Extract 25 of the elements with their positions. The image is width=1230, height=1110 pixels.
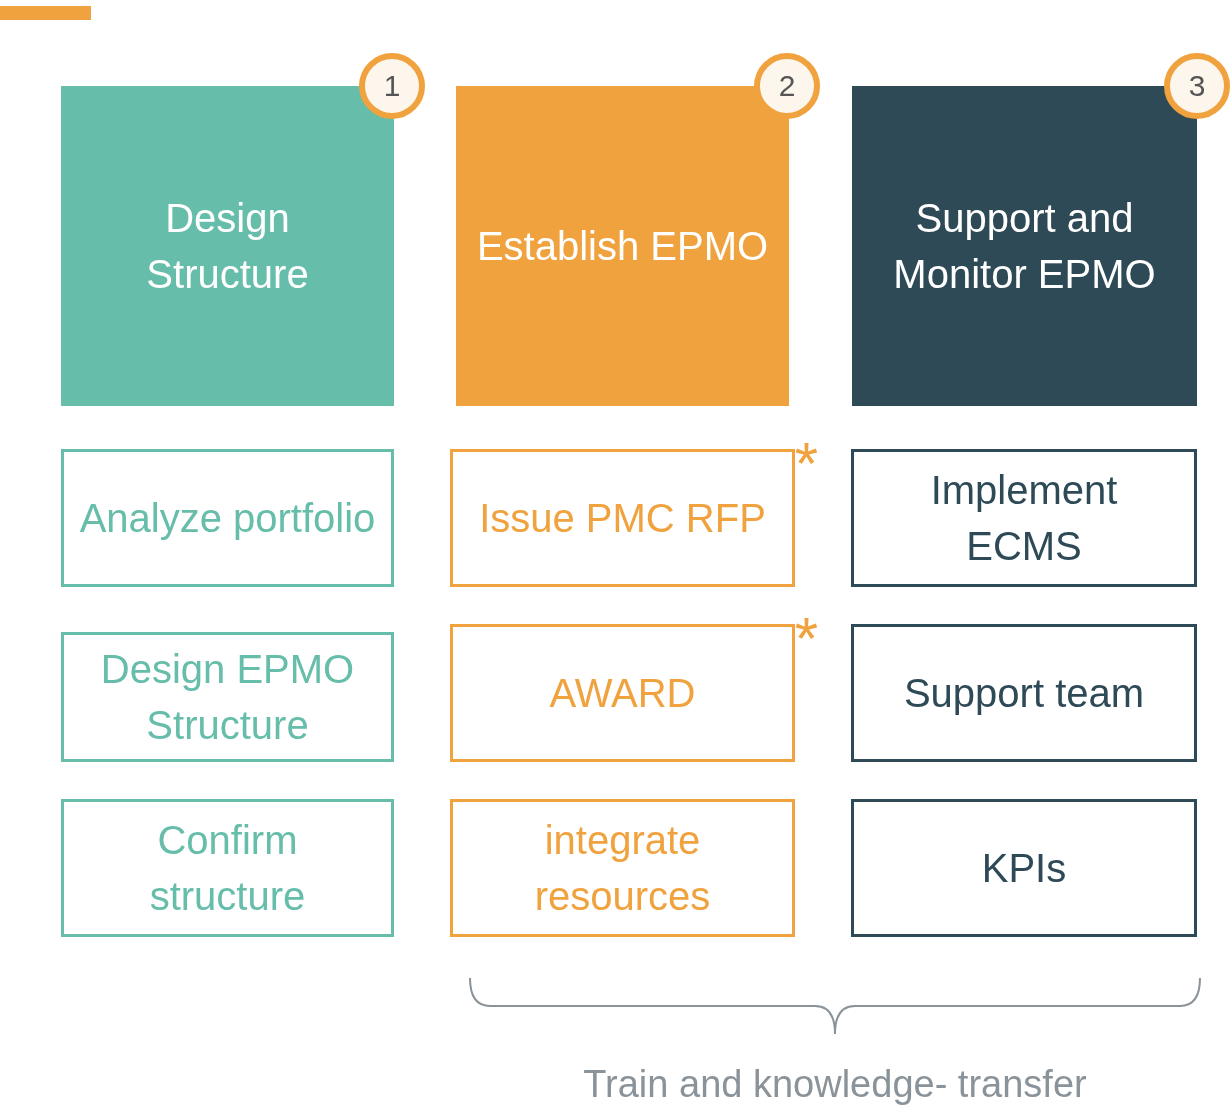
task-label: Issue PMC RFP — [479, 495, 766, 542]
task-label: Analyze portfolio — [79, 495, 376, 542]
task-box — [851, 799, 1197, 937]
task-label: Confirm structure — [148, 817, 307, 920]
task-label: AWARD — [549, 670, 696, 717]
step-number: 2 — [778, 68, 796, 104]
task-box — [61, 632, 394, 762]
task-label: Design EPMO Structure — [99, 646, 356, 749]
phase-title: Design Structure — [145, 195, 310, 298]
task-box — [61, 449, 394, 587]
task-label: Implement ECMS — [929, 467, 1119, 570]
phase-title: Establish EPMO — [476, 223, 769, 270]
task-label: Support team — [903, 670, 1145, 717]
phase-title: Support and Monitor EPMO — [892, 195, 1157, 298]
task-label: KPIs — [981, 845, 1067, 892]
task-box — [450, 799, 795, 937]
step-number: 1 — [383, 68, 401, 104]
task-label: integrate resources — [533, 817, 712, 920]
task-box — [851, 449, 1197, 587]
task-box — [61, 799, 394, 937]
step-number: 3 — [1188, 68, 1206, 104]
task-box — [851, 624, 1197, 762]
asterisk-mark: * — [794, 434, 818, 494]
asterisk-mark: * — [794, 609, 818, 669]
bracket-caption: Train and knowledge- transfer — [582, 1062, 1088, 1107]
